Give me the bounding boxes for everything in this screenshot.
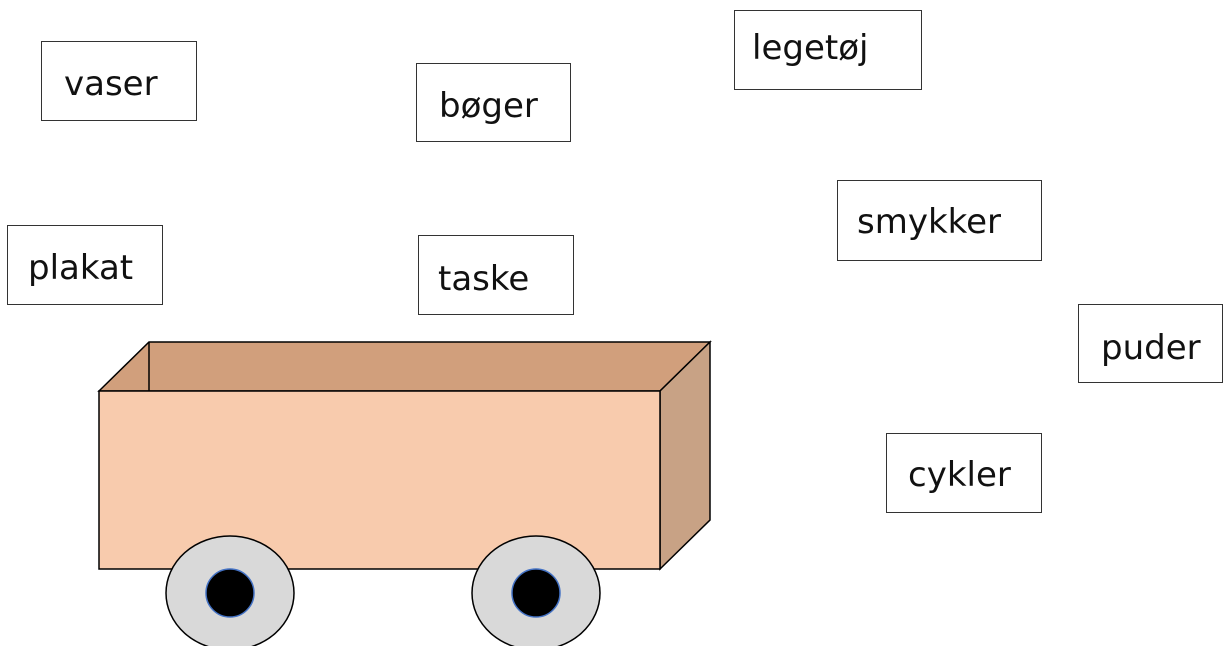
left-wheel-hub — [205, 568, 255, 618]
word-card-plakat[interactable]: plakat — [7, 225, 163, 305]
word-card-legetoj[interactable]: legetøj — [734, 10, 922, 90]
word-card-puder[interactable]: puder — [1078, 304, 1223, 383]
cart-inner-wall — [97, 341, 712, 392]
word-card-boger[interactable]: bøger — [416, 63, 571, 142]
word-card-smykker[interactable]: smykker — [837, 180, 1042, 261]
right-wheel-hub — [511, 568, 561, 618]
word-card-taske[interactable]: taske — [418, 235, 574, 315]
cart-front-panel — [98, 390, 661, 570]
word-card-cykler[interactable]: cykler — [886, 433, 1042, 513]
word-card-vaser[interactable]: vaser — [41, 41, 197, 121]
